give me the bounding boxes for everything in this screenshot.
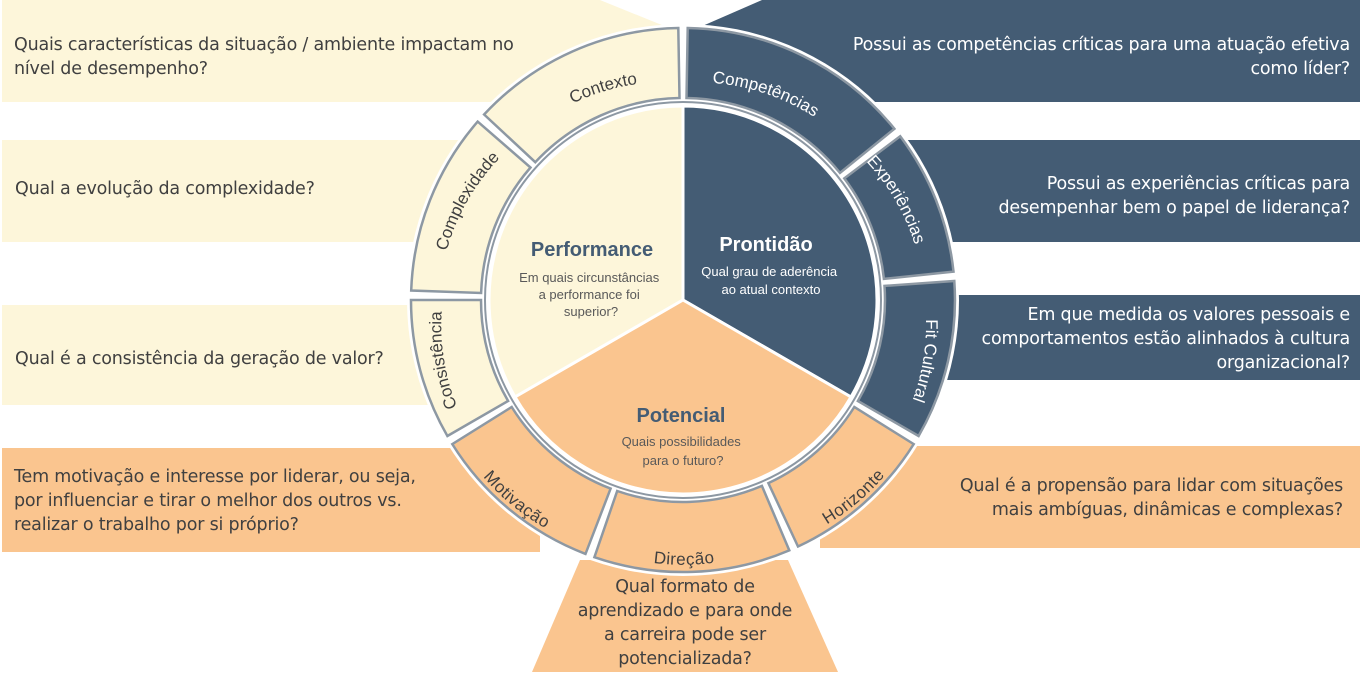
outer-ring <box>409 26 957 574</box>
core-sector-prontidao <box>681 104 879 400</box>
question-competencias: Possui as competências críticas para uma… <box>852 35 1350 79</box>
question-consistencia: Qual é a consistência da geração de valo… <box>15 349 384 369</box>
core-sector-potencial <box>512 298 854 496</box>
ring-segment-fit-cultural <box>856 279 957 438</box>
question-horizonte: Qual é a propensão para lidar com situaç… <box>959 476 1343 520</box>
section-title-performance: Performance <box>531 239 653 261</box>
ring-segment-complexidade <box>409 119 533 295</box>
section-question-performance: Em quais circunstâncias a performance fo… <box>519 270 663 319</box>
band-horizonte <box>820 446 1360 548</box>
ring-segment-horizonte <box>766 405 916 549</box>
question-contexto: Quais características da situação / ambi… <box>14 35 514 79</box>
band-fit-cultural <box>920 295 1360 380</box>
question-motivacao: Tem motivação e interesse por liderar, o… <box>14 467 416 535</box>
band-complexidade <box>2 140 485 242</box>
section-question-potencial: Quais possibilidades para o futuro? <box>622 434 745 468</box>
section-title-potencial: Potencial <box>637 405 726 427</box>
ring-label-direcao: Direção <box>653 548 715 569</box>
section-title-prontidao: Prontidão <box>719 234 812 256</box>
ring-segment-competencias <box>685 26 897 175</box>
band-consistencia <box>2 305 470 405</box>
ring-segment-experiencias <box>842 134 955 281</box>
band-contexto <box>2 0 684 102</box>
band-direcao <box>532 560 838 672</box>
band-competencias <box>684 0 1360 102</box>
band-motivacao <box>2 448 540 552</box>
core <box>487 104 879 496</box>
section-question-prontidao: Qual grau de aderência ao atual contexto <box>701 264 841 297</box>
question-fit-cultural: Em que medida os valores pessoais e comp… <box>981 305 1351 373</box>
ring-segment-direcao <box>592 484 791 574</box>
question-complexidade: Qual a evolução da complexidade? <box>15 179 315 199</box>
ring-segment-consistencia <box>409 298 510 438</box>
band-experiencias <box>890 140 1360 242</box>
question-experiencias: Possui as experiências críticas para des… <box>998 174 1350 218</box>
core-sector-performance <box>487 104 685 400</box>
ring-segment-contexto <box>482 26 681 164</box>
question-bands <box>2 0 1360 672</box>
question-direcao: Qual formato de aprendizado e para onde … <box>577 577 793 669</box>
ring-segment-motivacao <box>450 405 613 556</box>
